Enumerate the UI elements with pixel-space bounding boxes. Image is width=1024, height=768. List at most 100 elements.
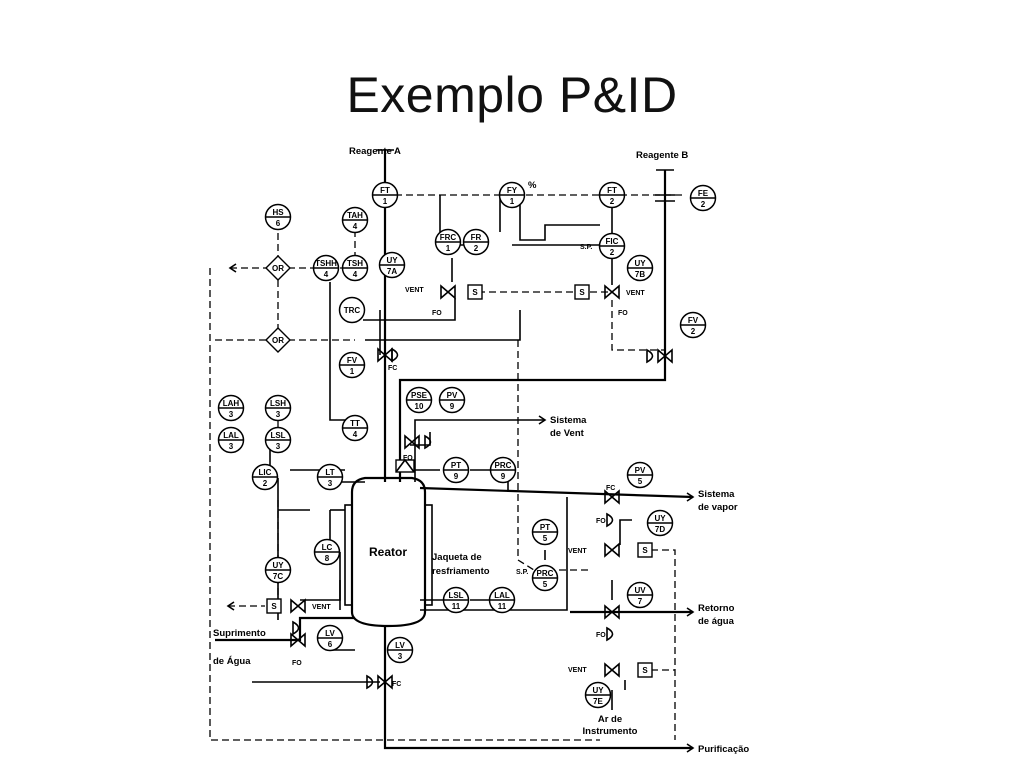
line-steam bbox=[419, 486, 694, 499]
signal-line-10 bbox=[329, 282, 350, 421]
actuator-0 bbox=[391, 347, 399, 363]
instrument-lal3: LAL 3 bbox=[217, 426, 245, 454]
stream-arrow-0 bbox=[538, 415, 547, 425]
instrument-lv6: LV6 bbox=[316, 624, 344, 652]
valve-uv7-body bbox=[604, 604, 620, 620]
instrument-tag-uy7d: UY bbox=[654, 514, 666, 523]
pse-element-mark bbox=[395, 458, 415, 473]
valve-frc1-body bbox=[440, 284, 456, 300]
solenoid-box-s_e bbox=[266, 598, 282, 614]
valve-pv9-body bbox=[404, 434, 420, 450]
valve-fv2 bbox=[657, 348, 673, 364]
instrument-num-tah4: 4 bbox=[353, 222, 358, 231]
label-retorno-2: de água bbox=[698, 616, 735, 627]
logic-gate-label-or2: OR bbox=[272, 336, 284, 345]
instrument-tag-lc8: LC bbox=[322, 543, 333, 552]
instrument-tag-ft2: FT bbox=[607, 186, 617, 195]
valve-mark-sp-6: S.P. bbox=[516, 569, 528, 576]
instrument-tag-pv5: PV bbox=[635, 466, 646, 475]
valve-fic2 bbox=[604, 284, 620, 300]
instrument-tag-lal3: LAL bbox=[223, 431, 239, 440]
solenoid-label-s_c: S bbox=[642, 546, 648, 555]
instrument-pt9: PT9 bbox=[442, 456, 470, 484]
valve-uy7c bbox=[290, 598, 306, 614]
instrument-tag-uy7e: UY bbox=[592, 686, 604, 695]
valve-lv3 bbox=[377, 674, 393, 690]
instrument-tag-ft1: FT bbox=[380, 186, 390, 195]
instrument-fv1: FV1 bbox=[338, 351, 366, 379]
instrument-num-lic2: 2 bbox=[263, 479, 268, 488]
instrument-num-lc8: 8 bbox=[325, 554, 330, 563]
instrument-tag-fe2: FE bbox=[698, 189, 709, 198]
valve-mark-fc-4: FC bbox=[606, 485, 615, 492]
logic-gate-or2 bbox=[265, 327, 291, 353]
solenoid-box-s_d bbox=[637, 662, 653, 678]
actuator-4 bbox=[606, 626, 614, 642]
line-water-supply bbox=[215, 616, 355, 642]
valve-mark-vent-13: VENT bbox=[568, 548, 587, 555]
instrument-num-prc5: 5 bbox=[543, 580, 548, 589]
instrument-num-fy1: 1 bbox=[510, 197, 515, 206]
instrument-num-tshh4: 4 bbox=[324, 270, 329, 279]
signal-arrow-0 bbox=[228, 263, 237, 273]
actuator-5 bbox=[292, 620, 300, 636]
valve-mark-fo-0: FO bbox=[432, 310, 442, 317]
instrument-tag-uv7: UV bbox=[634, 586, 646, 595]
instrument-uy7c: UY 7C bbox=[264, 556, 292, 584]
instrument-tag-fy1: FY bbox=[507, 186, 518, 195]
instrument-hs6: HS 6 bbox=[264, 203, 292, 231]
valve-mark-vent-14: VENT bbox=[312, 604, 331, 611]
label-sistema-vent-2: de Vent bbox=[550, 428, 585, 439]
instrument-pv9: PV 9 bbox=[438, 386, 466, 414]
instrument-num-uy7a: 7A bbox=[387, 267, 397, 276]
slide-title: Exemplo P&ID bbox=[346, 67, 678, 123]
instrument-tag-lal11: LAL bbox=[494, 591, 510, 600]
instrument-tag-prc9: PRC bbox=[495, 461, 512, 470]
instrument-fy1: FY 1 bbox=[498, 181, 526, 209]
label-sistema-vapor-1: Sistema bbox=[698, 489, 735, 500]
instrument-num-lah3: 3 bbox=[229, 410, 234, 419]
solenoid-box-s_a bbox=[467, 284, 483, 300]
instrument-tag-pv9: PV bbox=[447, 391, 458, 400]
instrument-tag-fic2: FIC bbox=[606, 237, 619, 246]
valve-mark-vent-15: VENT bbox=[568, 667, 587, 674]
actuator-3 bbox=[606, 512, 614, 528]
signal-line-3 bbox=[519, 205, 600, 241]
label-purificacao: Purificação bbox=[698, 744, 749, 755]
valve-mark-fo-8: FO bbox=[292, 660, 302, 667]
instrument-bubbles: FT1FY1FT2FE2HS6TAH4TSHH4TSH4FRC1FR2FIC2U… bbox=[217, 181, 717, 709]
instrument-tag-trc: TRC bbox=[344, 306, 361, 315]
valves bbox=[290, 284, 673, 690]
signal-dash-15 bbox=[517, 340, 535, 571]
instrument-ft1: FT1 bbox=[371, 181, 399, 209]
instrument-num-lal3: 3 bbox=[229, 442, 234, 451]
stream-arrow-3 bbox=[686, 743, 695, 753]
signal-dash-17 bbox=[640, 549, 676, 740]
instrument-num-lt3: 3 bbox=[328, 479, 333, 488]
instrument-tag-fv1: FV bbox=[347, 356, 358, 365]
valve-mark-vent-11: VENT bbox=[405, 287, 424, 294]
line-reagent-b-to-reactor bbox=[398, 356, 667, 482]
valve-uv7 bbox=[604, 604, 620, 620]
instrument-uy7e: UY 7E bbox=[584, 681, 612, 709]
valve-uy7e-body bbox=[604, 662, 620, 678]
valve-uy7d bbox=[604, 542, 620, 558]
stream-arrow-1 bbox=[686, 492, 695, 502]
instrument-tag-uy7c: UY bbox=[272, 561, 284, 570]
instrument-num-uy7c: 7C bbox=[273, 572, 283, 581]
instrument-num-lsl3: 3 bbox=[276, 442, 281, 451]
signal-line-28 bbox=[300, 580, 341, 601]
instrument-tag-lsh3: LSH bbox=[270, 399, 286, 408]
instrument-tag-hs6: HS bbox=[272, 208, 284, 217]
signal-line-9 bbox=[365, 310, 521, 341]
valve-mark-fc-2: FC bbox=[388, 365, 397, 372]
instrument-num-hs6: 6 bbox=[276, 219, 281, 228]
instrument-num-uy7e: 7E bbox=[593, 697, 603, 706]
instrument-num-pv9: 9 bbox=[450, 402, 455, 411]
instrument-num-lv6: 6 bbox=[328, 640, 333, 649]
solenoid-label-s_a: S bbox=[472, 288, 478, 297]
instrument-tag-pse10: PSE bbox=[411, 391, 428, 400]
label-sistema-vapor-2: de vapor bbox=[698, 502, 738, 513]
